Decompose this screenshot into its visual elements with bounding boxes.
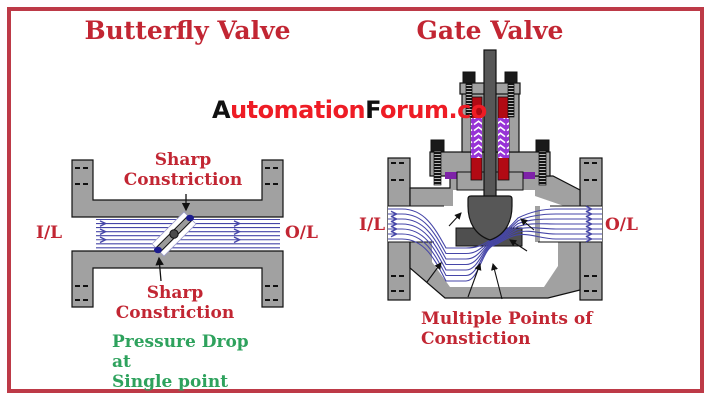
butterfly-inlet-label: I/L — [36, 223, 63, 243]
sharp-constriction-label-top: Sharp Constriction — [123, 150, 243, 190]
gate-outlet-label: O/L — [605, 215, 638, 235]
gland-studs — [462, 71, 518, 118]
constriction-arrows — [155, 194, 191, 282]
gate-valve-diagram — [387, 49, 603, 301]
valve-stem — [483, 49, 497, 211]
bore-edges — [388, 205, 602, 243]
gate-flow-lines — [388, 205, 602, 282]
gate-valve-title: Gate Valve — [416, 16, 564, 45]
bonnet-gaskets — [445, 172, 535, 179]
multiple-points-caption: Multiple Points of Constiction — [421, 309, 593, 349]
gate-inlet-label: I/L — [359, 215, 386, 235]
bonnet-studs — [430, 139, 550, 186]
watermark-part: utomation — [230, 96, 366, 124]
butterfly-valve-title: Butterfly Valve — [84, 16, 291, 45]
stem-packing — [470, 96, 510, 181]
watermark-part: orum.co — [380, 96, 487, 124]
disc-shaft — [169, 229, 179, 239]
multiple-constriction-arrows — [426, 212, 535, 300]
gate-flange-bolt-holes — [391, 162, 599, 292]
valve-plug — [467, 195, 513, 241]
butterfly-disc — [151, 211, 197, 257]
butterfly-outlet-label: O/L — [285, 223, 318, 243]
watermark-part: A — [212, 96, 231, 124]
butterfly-valve-diagram — [71, 159, 284, 308]
watermark: AutomationForum.co — [212, 96, 487, 124]
watermark-part: F — [365, 96, 381, 124]
pressure-drop-caption: Pressure Drop at Single point — [112, 332, 249, 392]
flange-bolt-holes — [75, 167, 280, 301]
pipe-body — [71, 159, 284, 308]
sharp-constriction-label-bottom: Sharp Constriction — [115, 283, 235, 323]
